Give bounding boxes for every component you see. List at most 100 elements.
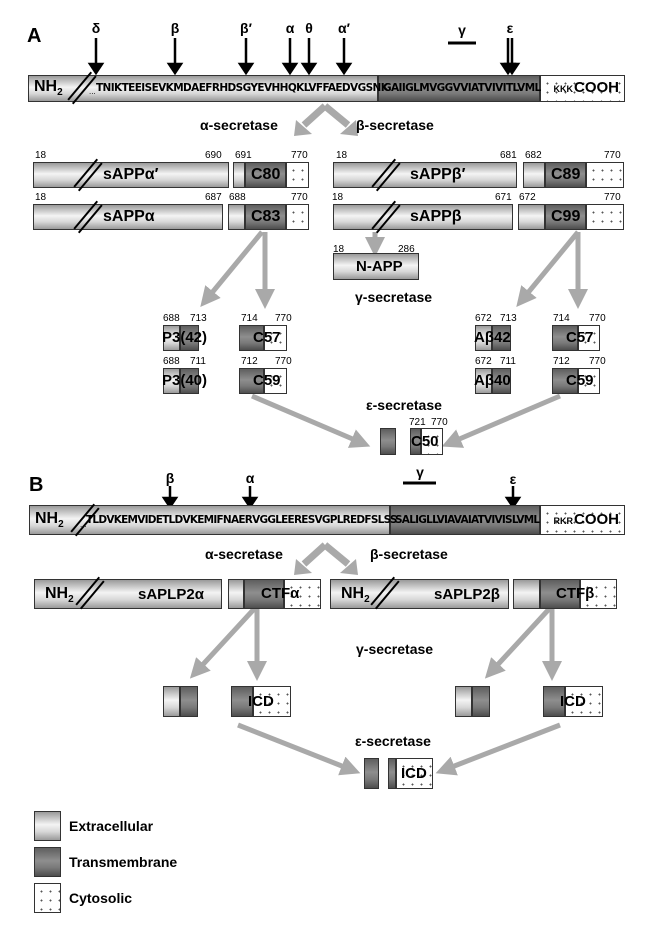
site-gamma-b: γ [416,464,424,480]
fragment-sappb-prime [333,162,517,188]
panel-a-label: A [27,25,42,47]
residue-number: 18 [35,150,47,161]
legend-label-extracellular: Extracellular [69,818,154,834]
site-alpha-prime: α′ [338,20,350,36]
residue-number: 712 [553,356,570,367]
fragment-label: sAPLP2β [434,586,500,603]
fragment-label: ICD [401,765,427,782]
split-arrow-b [294,542,358,575]
fragment-n-terminus: NH2 [341,585,370,606]
residue-number: 712 [241,356,258,367]
fragment-saplp2b [330,579,509,609]
app-c-terminus: KKKCOOH [553,79,620,96]
site-alpha: α [285,20,295,36]
beta-secretase-label-b: β-secretase [370,546,448,562]
fragment-ec-tm-stub-right [455,686,490,717]
residue-number: 770 [431,417,448,428]
panel-b-label: B [29,474,44,496]
residue-number: 690 [205,150,222,161]
fragment-icd-left: ICD [231,686,291,717]
fragment-label: P3(42) [162,329,208,346]
site-epsilon: ε [506,20,514,36]
residue-number: 711 [190,356,206,367]
residue-number: 770 [275,356,292,367]
fragment-label: C80 [251,166,281,183]
fragment-c50: C50 [410,428,443,455]
residue-number: 721 [409,417,426,428]
fragment-ctfa: CTFα [228,579,321,609]
fragment-abeta42: Aβ42 [474,325,511,351]
legend-label-transmembrane: Transmembrane [69,854,178,870]
fragment-c59-left: C59 [239,368,287,394]
fragment-tm-stub-b [364,758,379,789]
arrow-c59-to-epsilon-left [251,393,371,448]
app-extracellular-segment [28,75,378,102]
fragment-label: C57 [566,329,594,346]
fragment-n-app [333,253,419,280]
aplp2-cytosolic-segment [540,505,625,535]
residue-number: 671 [495,192,512,203]
site-theta: θ [305,20,313,36]
legend-swatch-cytosolic [34,883,61,913]
epsilon-secretase-label-b: ε-secretase [355,733,431,749]
app-n-terminus: NH2 [34,78,63,99]
aplp2-c-terminus: RKRCOOH [553,511,620,528]
app-extracellular-sequence: TNIKTEEISEVKMDAEFRHDSGYEVHHQKLVFFAEDVGSN… [96,82,389,94]
fragment-sappb [333,204,513,230]
fragment-label: P3(40) [162,372,208,389]
sequence-ellipsis: ... [89,87,96,96]
sequence-ellipsis: ... [80,520,87,529]
site-gamma: γ [458,22,466,38]
aplp2-extracellular-sequence: TLDVKEMVIDETLDVKEMIFNAERVGGLEERESVGPLRED… [86,514,397,526]
residue-number: 682 [525,150,542,161]
fragment-label: sAPPα′ [103,166,159,183]
fragment-c59-right: C59 [552,368,600,394]
fragment-label: C57 [253,329,281,346]
fragment-c57-right: C57 [552,325,600,351]
app-full-length: NH2 ... TNIKTEEISEVKMDAEFRHDSGYEVHHQKLVF… [28,71,625,105]
residue-number: 688 [229,192,246,203]
residue-number: 672 [475,313,492,324]
residue-number: 713 [190,313,207,324]
residue-number: 672 [519,192,536,203]
site-epsilon-b: ε [509,471,517,487]
residue-number: 714 [553,313,570,324]
split-arrow-a [294,103,358,136]
fragment-c99: C99 [518,204,624,230]
alpha-secretase-label-a: α-secretase [200,117,278,133]
fragment-saplp2a [34,579,222,609]
arrow-ctfa-to-stub [189,606,257,679]
fragment-label: sAPPβ [410,208,462,225]
residue-number: 18 [35,192,47,203]
residue-number: 286 [398,244,415,255]
residue-number: 672 [475,356,492,367]
residue-number: 770 [275,313,292,324]
fragment-label: ICD [248,693,274,710]
fragment-c83: C83 [228,204,309,230]
residue-number: 681 [500,150,517,161]
fragment-label: C59 [566,372,594,389]
site-beta-b: β [165,470,175,486]
residue-number: 688 [163,356,180,367]
fragment-label: C89 [551,166,581,183]
alpha-secretase-label-b: α-secretase [205,546,283,562]
site-beta-prime: β′ [240,20,252,36]
legend-swatch-transmembrane [34,847,61,877]
fragment-p3-42: P3(42) [162,325,207,351]
residue-number: 770 [604,150,621,161]
residue-number: 770 [589,356,606,367]
fragment-label: sAPPα [103,208,155,225]
residue-number: 688 [163,313,180,324]
gamma-secretase-label-b: γ-secretase [356,641,434,657]
residue-number: 770 [291,150,308,161]
aplp2-extracellular-segment [29,505,390,535]
fragment-label: Aβ40 [474,372,511,389]
fragment-label: C59 [253,372,281,389]
fragment-label: ICD [560,693,586,710]
fragment-abeta40: Aβ40 [474,368,511,394]
fragment-c80: C80 [233,162,309,188]
aplp2-transmembrane-sequence: SALIGLLVIAVAIATVIVISLVML [395,514,540,526]
residue-number: 713 [500,313,517,324]
fragment-label: CTFα [261,585,300,602]
